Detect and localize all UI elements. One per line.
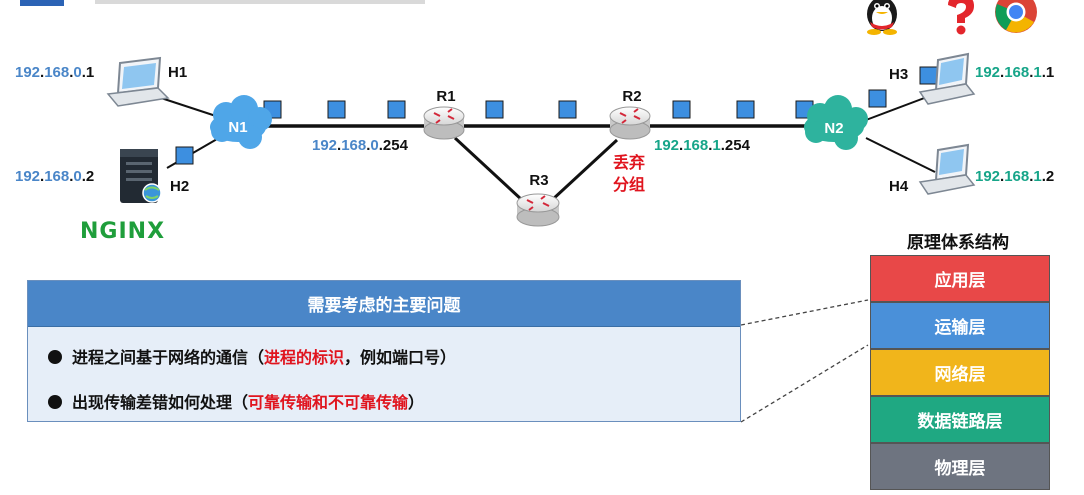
h2-ip: 192.168.0.2 xyxy=(15,168,94,185)
layer-physical: 物理层 xyxy=(870,443,1050,490)
penguin-icon xyxy=(867,0,897,35)
packet xyxy=(736,100,755,119)
r1-label: R1 xyxy=(436,88,455,105)
h2-label: H2 xyxy=(170,178,189,195)
question-icon xyxy=(948,0,974,35)
h4-label: H4 xyxy=(889,178,909,195)
packet xyxy=(175,146,194,165)
drop-note-line2: 分组 xyxy=(613,175,645,194)
chrome-icon xyxy=(995,0,1037,33)
packet xyxy=(919,66,938,85)
layer-data-link: 数据链路层 xyxy=(870,396,1050,443)
layer-transport: 运输层 xyxy=(870,302,1050,349)
drop-note-line1: 丢弃 xyxy=(613,153,645,172)
packet xyxy=(327,100,346,119)
laptop-h1-icon xyxy=(106,56,170,107)
packet xyxy=(672,100,691,119)
packet xyxy=(868,89,887,108)
links xyxy=(154,93,936,202)
connector-bottom xyxy=(740,344,869,423)
packet xyxy=(558,100,577,119)
issue-item-process-communication: 进程之间基于网络的通信（进程的标识，例如端口号） xyxy=(48,344,456,368)
issues-panel: 需要考虑的主要问题 进程之间基于网络的通信（进程的标识，例如端口号） 出现传输差… xyxy=(27,280,741,422)
h3-ip: 192.168.1.1 xyxy=(975,64,1054,81)
slide-corner-mark xyxy=(20,0,64,6)
bullet-icon xyxy=(48,395,62,409)
laptop-h4-icon xyxy=(918,143,976,195)
connector-top xyxy=(740,299,869,326)
layers-title: 原理体系结构 xyxy=(907,233,1009,253)
n1-label: N1 xyxy=(228,119,247,136)
nginx-logo: NGINX xyxy=(80,219,165,244)
packet xyxy=(387,100,406,119)
r2-ip: 192.168.1.254 xyxy=(654,137,751,154)
slide-title-remnant xyxy=(95,0,425,4)
bullet-icon xyxy=(48,350,62,364)
h4-ip: 192.168.1.2 xyxy=(975,168,1054,185)
r3-label: R3 xyxy=(529,172,548,189)
router-r2 xyxy=(609,106,651,140)
laptop-h3-icon xyxy=(918,52,976,105)
n2-label: N2 xyxy=(824,120,843,137)
server-h2-icon xyxy=(120,149,162,203)
h1-label: H1 xyxy=(168,64,187,81)
issues-title: 需要考虑的主要问题 xyxy=(28,281,740,327)
packet xyxy=(485,100,504,119)
network-cloud-n1: N1 xyxy=(210,95,272,149)
r2-label: R2 xyxy=(622,88,641,105)
h3-label: H3 xyxy=(889,66,908,83)
layer-application: 应用层 xyxy=(870,255,1050,302)
layer-network: 网络层 xyxy=(870,349,1050,396)
router-r3 xyxy=(516,193,560,227)
r1-ip: 192.168.0.254 xyxy=(312,137,409,154)
h1-ip: 192.168.0.1 xyxy=(15,64,94,81)
router-r1 xyxy=(423,106,465,140)
issue-item-error-handling: 出现传输差错如何处理（可靠传输和不可靠传输） xyxy=(48,389,424,413)
network-cloud-n2: N2 xyxy=(804,95,868,150)
